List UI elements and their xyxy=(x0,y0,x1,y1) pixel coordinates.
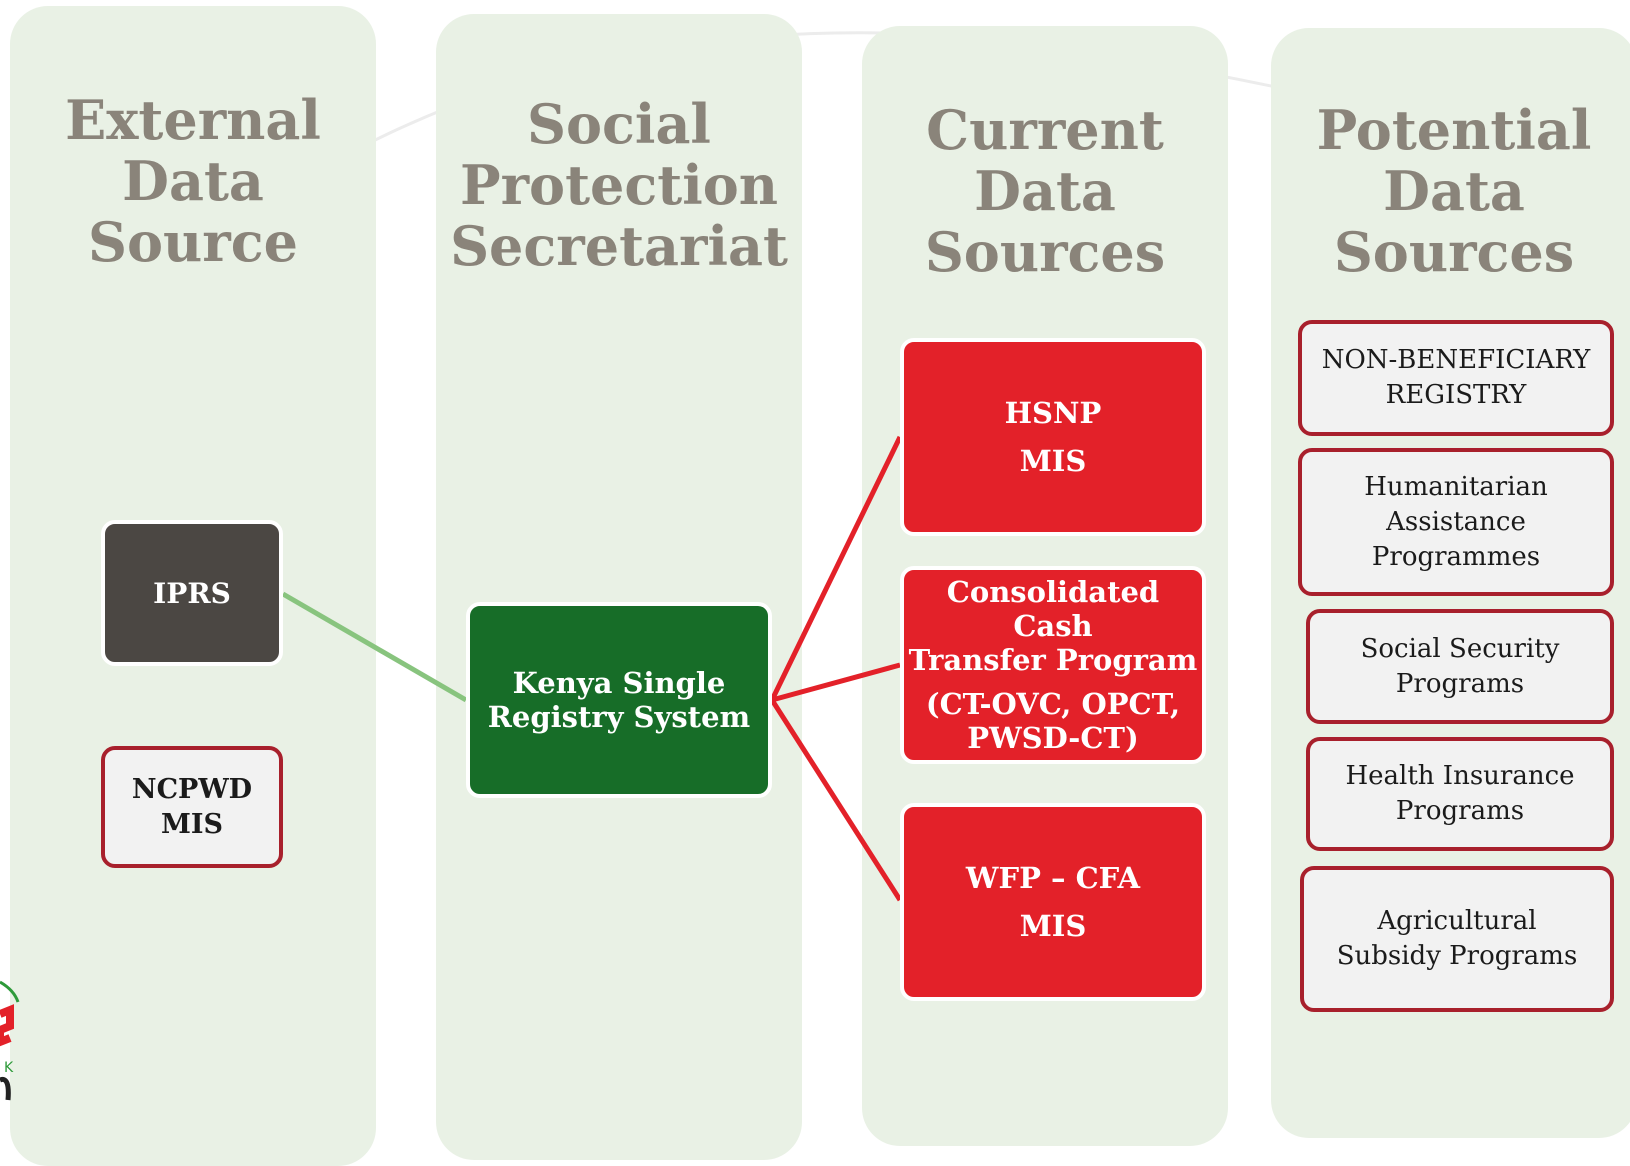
cct-program-box: Consolidated Cash Transfer Program (CT-O… xyxy=(900,566,1206,764)
svg-text:K: K xyxy=(4,1060,14,1076)
column-title-potential: Potential Data Sources xyxy=(1316,98,1592,284)
kenya-single-registry-box: Kenya Single Registry System xyxy=(466,602,772,798)
hsnp-mis-box: HSNP MIS xyxy=(900,338,1206,536)
social-security-programs-box: Social Security Programs xyxy=(1306,609,1614,724)
column-title-external: External Data Source xyxy=(65,88,321,274)
logo-partial: K xyxy=(0,980,20,1101)
column-social-protection-secretariat: Social Protection Secretariat xyxy=(436,14,802,1160)
ncpwd-mis-box: NCPWD MIS xyxy=(101,746,283,868)
column-title-secretariat: Social Protection Secretariat xyxy=(450,92,788,278)
hsnp-mis-label: HSNP MIS xyxy=(1004,396,1102,478)
non-beneficiary-registry-box: NON-BENEFICIARY REGISTRY xyxy=(1298,320,1614,436)
wfp-cfa-mis-box: WFP – CFA MIS xyxy=(900,803,1206,1001)
column-title-current: Current Data Sources xyxy=(924,98,1166,284)
cct-program-subtitle: (CT-OVC, OPCT, PWSD-CT) xyxy=(925,687,1181,755)
column-external-data-source: External Data Source xyxy=(10,6,376,1166)
wfp-cfa-mis-label: WFP – CFA MIS xyxy=(965,861,1141,943)
agricultural-subsidy-programs-box: Agricultural Subsidy Programs xyxy=(1300,866,1614,1012)
health-insurance-programs-box: Health Insurance Programs xyxy=(1306,737,1614,851)
humanitarian-assistance-box: Humanitarian Assistance Programmes xyxy=(1298,448,1614,596)
cct-program-title: Consolidated Cash Transfer Program xyxy=(908,575,1198,677)
iprs-box: IPRS xyxy=(101,520,283,666)
